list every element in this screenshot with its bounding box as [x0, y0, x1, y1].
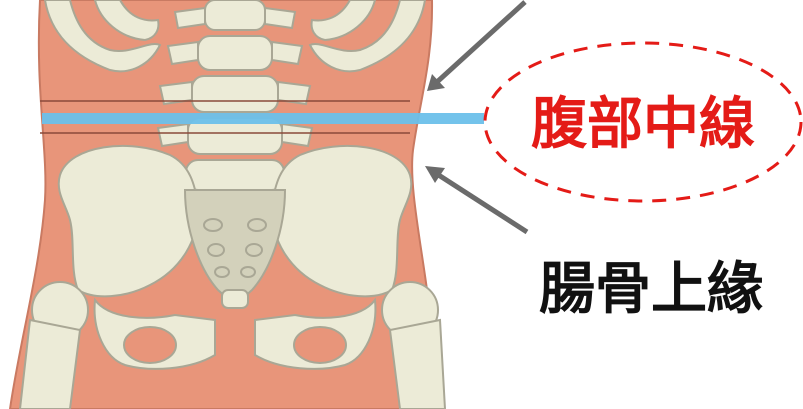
midline-label: 腹部中線 — [531, 91, 755, 157]
abdominal-midline-bar — [42, 113, 484, 124]
iliac-crest-label: 腸骨上緣 — [539, 256, 763, 322]
arrow-icon — [425, 166, 527, 232]
